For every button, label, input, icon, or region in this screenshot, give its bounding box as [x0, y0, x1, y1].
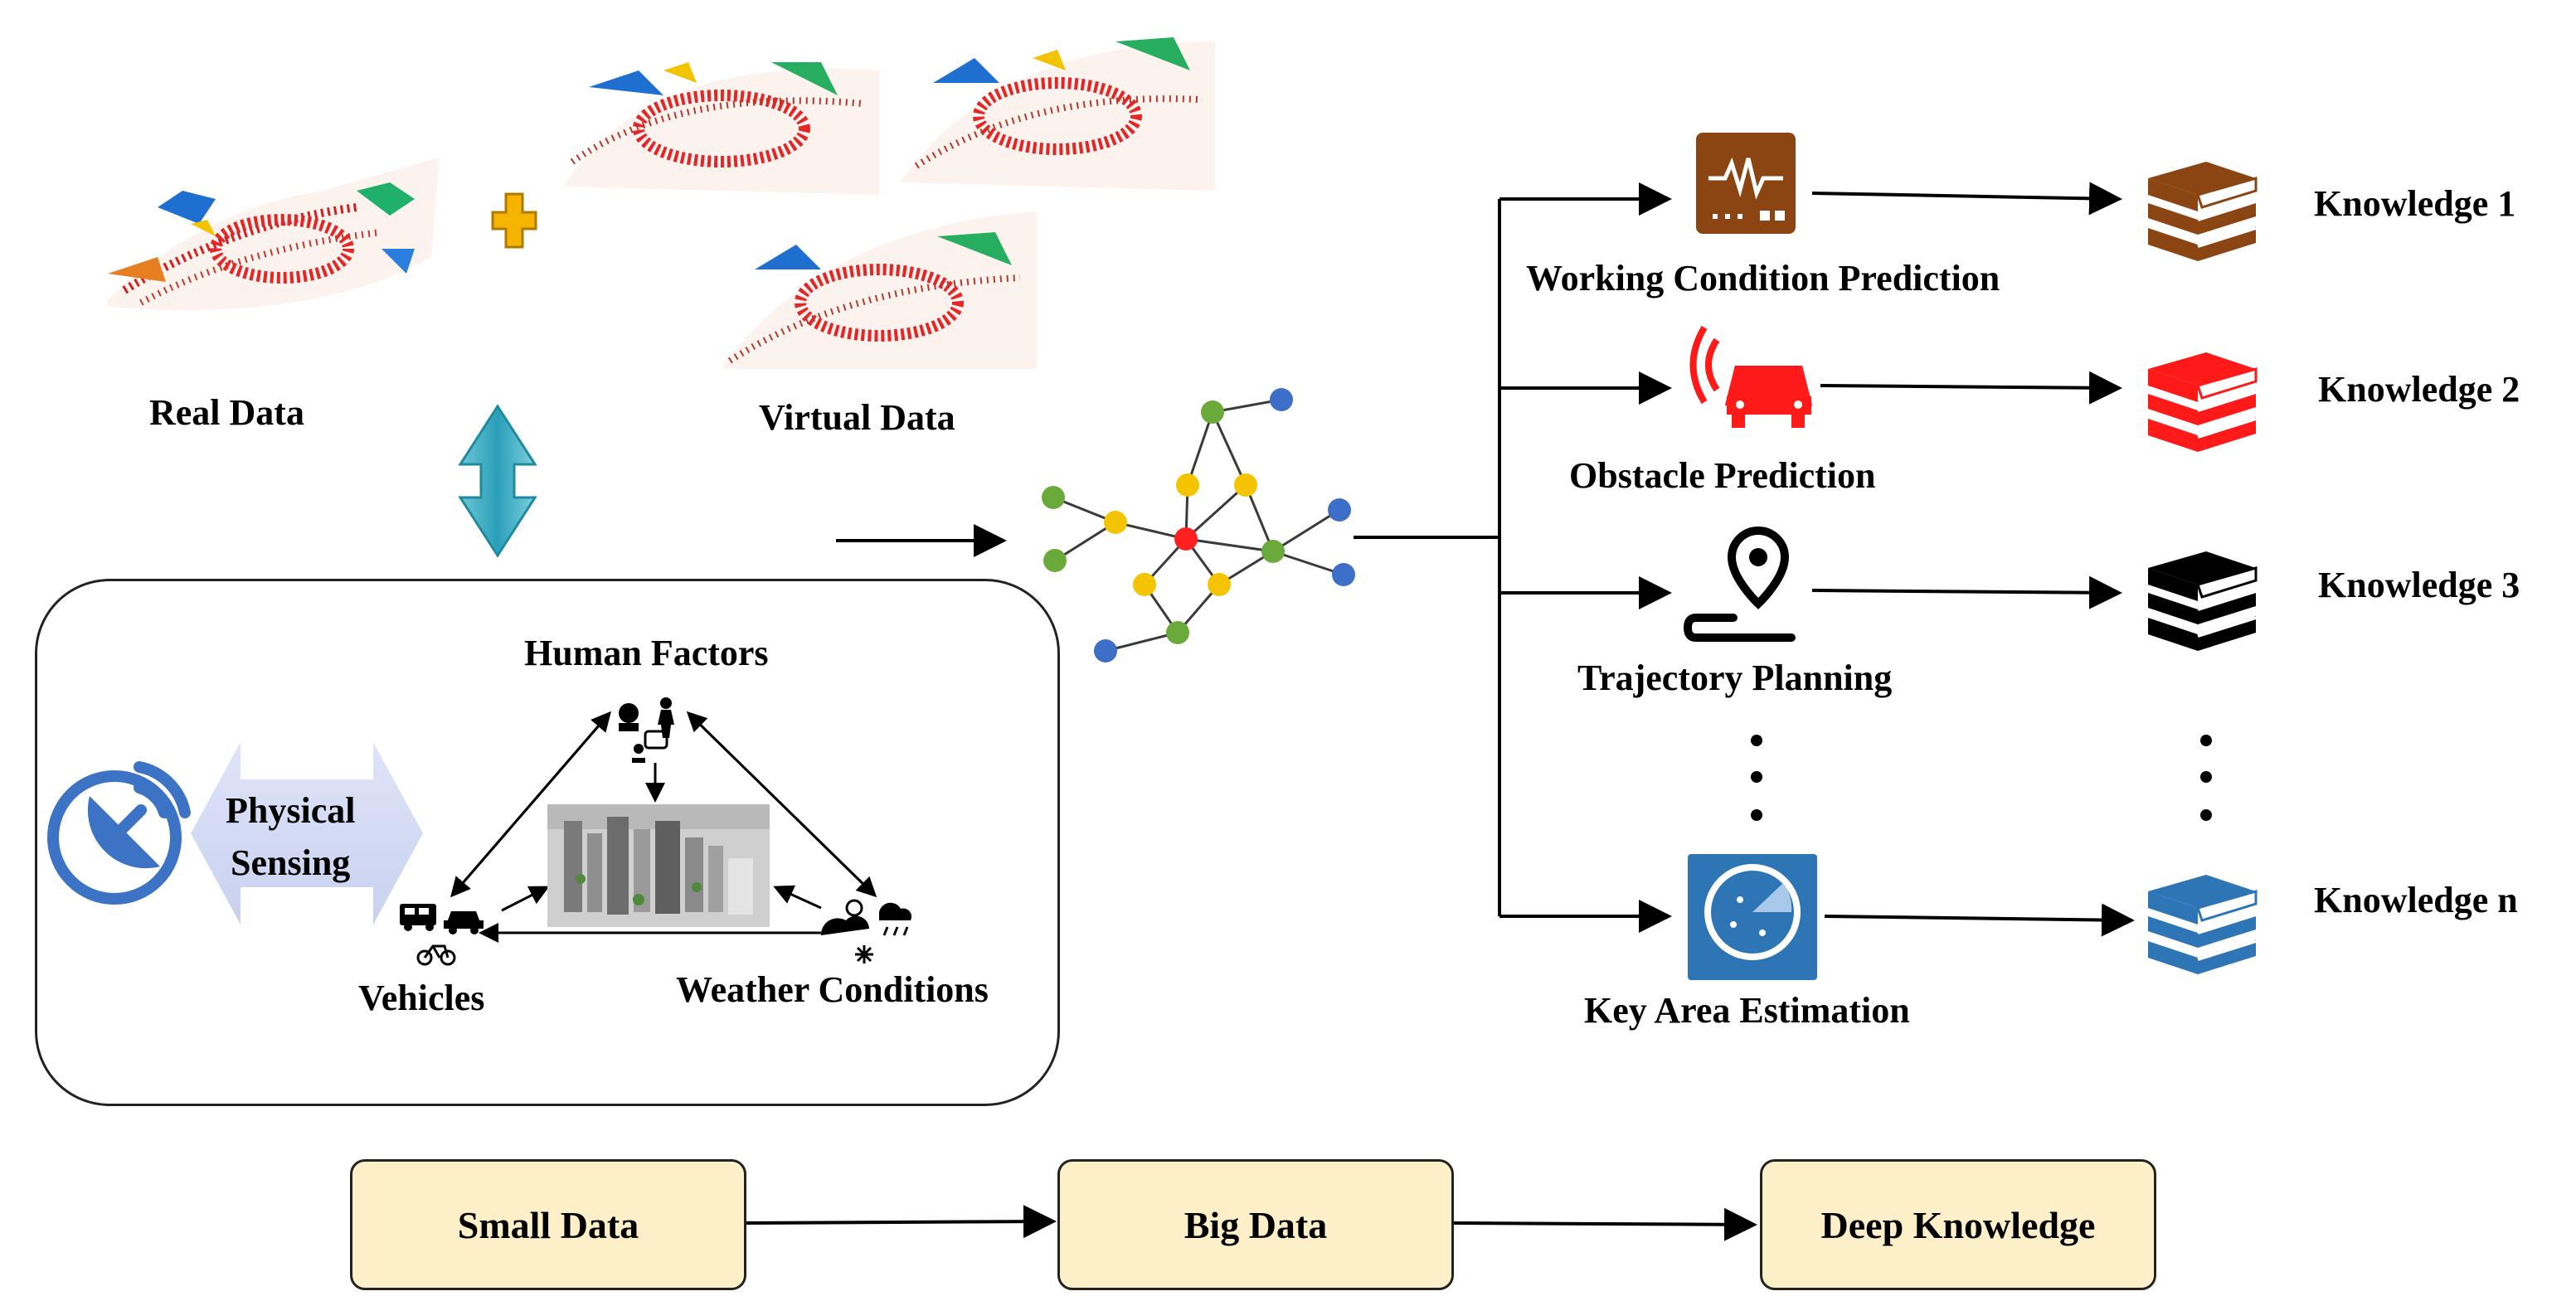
- small-data-box: Small Data: [350, 1159, 746, 1290]
- ellipsis-dots: [1751, 735, 2212, 821]
- knowledge-graph: [1052, 398, 1344, 653]
- knowledge-label-1: Knowledge 1: [2314, 183, 2516, 224]
- task-label-working-condition: Working Condition Prediction: [1526, 258, 2000, 299]
- book-stack-icon-n: [2148, 875, 2258, 974]
- arrow-small-to-big: [746, 1205, 1057, 1239]
- branch-connector: [1354, 182, 1672, 933]
- real-data-label: Real Data: [149, 392, 304, 433]
- virtual-data-point-cloud-3: [722, 211, 1037, 369]
- knowledge-label-2: Knowledge 2: [2318, 369, 2520, 410]
- task-label-trajectory: Trajectory Planning: [1577, 658, 1893, 698]
- small-data-label: Small Data: [457, 1203, 639, 1246]
- arrow-big-to-deep: [1451, 1207, 1757, 1241]
- deep-knowledge-label: Deep Knowledge: [1820, 1203, 2096, 1246]
- knowledge-label-3: Knowledge 3: [2318, 565, 2520, 605]
- book-stack-icon-2: [2148, 352, 2258, 452]
- plus-icon: [491, 192, 537, 249]
- virtual-data-point-cloud-2: [900, 37, 1215, 191]
- bidirectional-arrow-icon: [458, 404, 537, 558]
- knowledge-label-n: Knowledge n: [2314, 880, 2518, 920]
- physical-sensing-label-line2: Sensing: [231, 842, 351, 883]
- map-pin-route-icon: [1683, 526, 1796, 642]
- real-data-point-cloud: [108, 158, 440, 310]
- task-label-obstacle: Obstacle Prediction: [1569, 455, 1876, 496]
- monitor-waveform-icon: [1696, 133, 1796, 234]
- task-label-key-area: Key Area Estimation: [1584, 990, 1910, 1031]
- vehicles-label: Vehicles: [358, 978, 485, 1018]
- physical-sensing-label-line1: Physical: [226, 790, 356, 831]
- big-data-box: Big Data: [1057, 1159, 1454, 1290]
- weather-conditions-label: Weather Conditions: [676, 969, 989, 1010]
- virtual-data-point-cloud-1: [564, 62, 879, 195]
- deep-knowledge-box: Deep Knowledge: [1760, 1159, 2156, 1290]
- virtual-data-label: Virtual Data: [759, 397, 955, 438]
- big-data-label: Big Data: [1184, 1203, 1328, 1246]
- book-stack-icon-3: [2148, 551, 2258, 651]
- task-to-knowledge-arrows: [1811, 182, 2135, 937]
- book-stack-icon-1: [2148, 162, 2258, 261]
- graph-nodes: [1042, 388, 1355, 663]
- human-factors-label: Human Factors: [524, 633, 769, 673]
- car-radar-icon: [1689, 325, 1813, 428]
- radar-scan-icon: [1688, 854, 1817, 980]
